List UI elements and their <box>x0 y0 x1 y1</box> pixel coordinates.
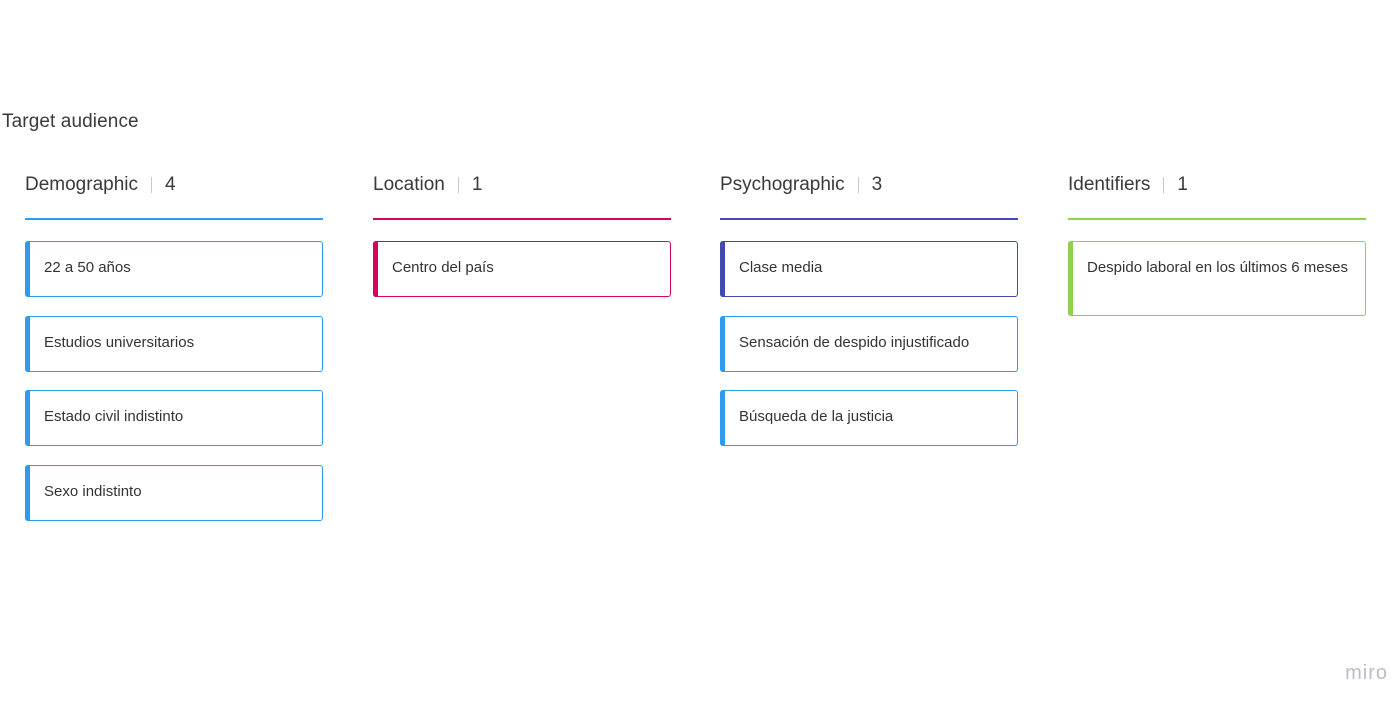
column-header[interactable]: Demographic 4 <box>25 172 323 198</box>
column-header-divider <box>457 177 459 193</box>
card[interactable]: Centro del país <box>373 241 671 297</box>
card[interactable]: Estado civil indistinto <box>25 390 323 446</box>
column-title: Psychographic <box>720 174 845 195</box>
miro-watermark-logo: miro <box>1345 662 1388 684</box>
column-rule <box>1068 218 1366 220</box>
board-title: Target audience <box>2 111 139 132</box>
column-header[interactable]: Psychographic 3 <box>720 172 1018 198</box>
column-header[interactable]: Identifiers 1 <box>1068 172 1366 198</box>
column-title: Location <box>373 174 445 195</box>
card-stripe <box>1068 241 1073 316</box>
card-text: Sexo indistinto <box>44 482 142 500</box>
column-header-divider <box>1163 177 1165 193</box>
card-text: Estado civil indistinto <box>44 408 184 425</box>
column-location: Location 1 Centro del país <box>373 172 671 316</box>
card[interactable]: Sexo indistinto <box>25 464 323 521</box>
column-count: 3 <box>871 174 883 195</box>
card[interactable]: Sensación de despido injustificado <box>720 315 1018 372</box>
card-text: Estudios universitarios <box>44 333 195 351</box>
column-rule <box>720 218 1018 220</box>
column-header[interactable]: Location 1 <box>373 172 671 198</box>
card-stripe <box>720 241 725 297</box>
column-count: 4 <box>165 174 176 195</box>
card[interactable]: Despido laboral en los últimos 6 meses <box>1068 241 1366 316</box>
column-title: Identifiers <box>1068 174 1151 195</box>
card-stripe <box>720 315 725 372</box>
column-rule <box>373 218 671 220</box>
card-text: 22 a 50 años <box>44 259 131 276</box>
column-count: 1 <box>471 174 483 195</box>
card-text: Centro del país <box>392 259 494 276</box>
card[interactable]: Estudios universitarios <box>25 315 323 372</box>
card[interactable]: Clase media <box>720 241 1018 297</box>
column-identifiers: Identifiers 1 Despido laboral en los últ… <box>1068 172 1366 335</box>
column-rule <box>25 218 323 220</box>
card-stripe <box>25 315 30 372</box>
column-header-divider <box>151 177 152 193</box>
card-stripe <box>25 241 30 297</box>
column-demographic: Demographic 4 22 a 50 años Estudios univ… <box>25 172 323 539</box>
card-text: Sensación de despido injustificado <box>739 333 970 351</box>
card-text: Despido laboral en los últimos 6 meses <box>1087 259 1348 276</box>
card[interactable]: Búsqueda de la justicia <box>720 390 1018 446</box>
card-text: Búsqueda de la justicia <box>739 408 894 425</box>
column-psychographic: Psychographic 3 Clase media Sensación de… <box>720 172 1018 465</box>
card-stripe <box>25 390 30 446</box>
card-text: Clase media <box>739 259 823 276</box>
column-header-divider <box>857 177 859 193</box>
column-count: 1 <box>1177 174 1188 195</box>
card[interactable]: 22 a 50 años <box>25 241 323 297</box>
card-stripe <box>25 464 30 521</box>
card-stripe <box>373 241 378 297</box>
card-stripe <box>720 390 725 446</box>
column-title: Demographic <box>25 174 138 195</box>
